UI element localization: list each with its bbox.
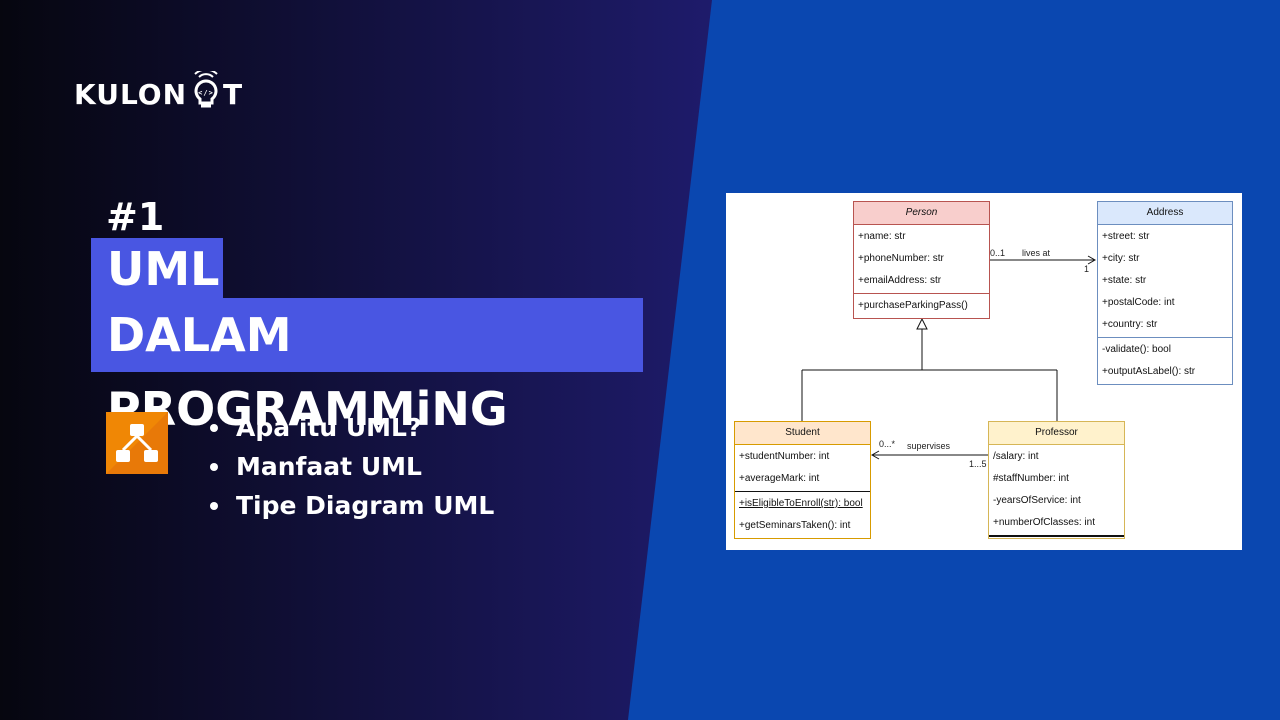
attribute: +postalCode: int <box>1102 297 1175 308</box>
method: -validate(): bool <box>1102 344 1171 355</box>
attribute: #staffNumber: int <box>993 473 1069 484</box>
method: +outputAsLabel(): str <box>1102 366 1196 377</box>
attribute: +city: str <box>1102 253 1140 264</box>
lives-at-target-multiplicity: 1 <box>1084 264 1090 274</box>
class-name: Student <box>735 422 870 445</box>
attributes: +name: str +phoneNumber: str +emailAddre… <box>854 225 989 293</box>
brand-text: KULON <box>74 77 188 111</box>
topic-item: Tipe Diagram UML <box>210 486 494 525</box>
uml-diagram: 0..1 lives at 1 0...* supervises 1...5 P… <box>726 193 1242 550</box>
title-line-1: UML <box>91 238 223 300</box>
methods: +purchaseParkingPass() <box>854 293 989 318</box>
inheritance-arrowhead <box>916 317 928 330</box>
methods <box>989 535 1124 539</box>
methods: +isEligibleToEnroll(str): bool +getSemin… <box>735 491 870 538</box>
attributes: +street: str +city: str +state: str +pos… <box>1098 225 1232 337</box>
attribute: +numberOfClasses: int <box>993 517 1095 528</box>
topic-item: Apa itu UML? <box>210 408 494 447</box>
method: +getSeminarsTaken(): int <box>739 520 851 531</box>
topic-item: Manfaat UML <box>210 447 494 486</box>
attribute: +averageMark: int <box>739 473 820 484</box>
svg-text:</>: </> <box>198 89 214 97</box>
attribute: +studentNumber: int <box>739 451 830 462</box>
supervises-arrowhead <box>870 450 880 460</box>
supervises-label: supervises <box>907 441 951 451</box>
diagram-app-icon <box>106 412 168 474</box>
attribute: +country: str <box>1102 319 1158 330</box>
attribute: +phoneNumber: str <box>858 253 944 264</box>
class-student: Student +studentNumber: int +averageMark… <box>734 421 871 539</box>
brand-end-letter: T <box>223 77 244 111</box>
methods: -validate(): bool +outputAsLabel(): str <box>1098 337 1232 384</box>
episode-number: #1 <box>106 195 165 239</box>
attributes: /salary: int #staffNumber: int -yearsOfS… <box>989 445 1124 535</box>
class-address: Address +street: str +city: str +state: … <box>1097 201 1233 385</box>
lives-at-arrowhead <box>1087 255 1097 265</box>
attribute: +emailAddress: str <box>858 275 942 286</box>
attribute: -yearsOfService: int <box>993 495 1081 506</box>
supervises-target-multiplicity: 0...* <box>879 439 896 449</box>
lives-at-source-multiplicity: 0..1 <box>990 248 1006 258</box>
title-line-2: DALAM PROGRAMMiNG <box>91 298 643 436</box>
topic-list: Apa itu UML? Manfaat UML Tipe Diagram UM… <box>210 408 494 525</box>
class-person: Person +name: str +phoneNumber: str +ema… <box>853 201 990 319</box>
lives-at-label: lives at <box>1022 248 1051 258</box>
brand-logo: KULON </> T <box>74 68 244 118</box>
static-method: +isEligibleToEnroll(str): bool <box>739 498 863 509</box>
attribute: +name: str <box>858 231 906 242</box>
lightbulb-code-icon: </> <box>189 68 223 118</box>
attributes: +studentNumber: int +averageMark: int <box>735 445 870 491</box>
class-name: Person <box>854 202 989 225</box>
attribute: +street: str <box>1102 231 1150 242</box>
method: +purchaseParkingPass() <box>858 300 968 311</box>
diagram-connectors <box>801 255 1097 460</box>
attribute: +state: str <box>1102 275 1147 286</box>
supervises-source-multiplicity: 1...5 <box>969 459 987 469</box>
class-professor: Professor /salary: int #staffNumber: int… <box>988 421 1125 539</box>
class-name: Professor <box>989 422 1124 445</box>
attribute: /salary: int <box>993 451 1039 462</box>
class-name: Address <box>1098 202 1232 225</box>
